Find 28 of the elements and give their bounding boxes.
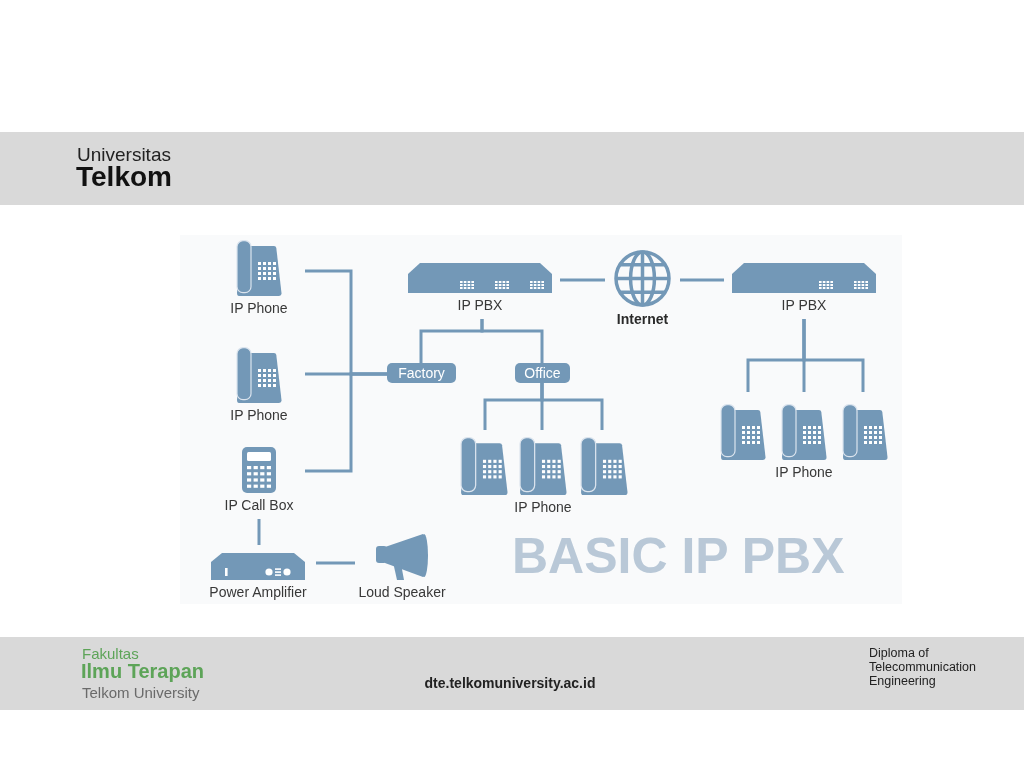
site-tag: Office: [515, 363, 570, 383]
connector-line: [305, 372, 387, 473]
device-label: IP Phone: [514, 499, 572, 515]
connector-line: [560, 278, 605, 282]
device-label: Loud Speaker: [358, 584, 446, 600]
program-name: Diploma of Telecommunication Engineering: [869, 646, 977, 688]
connector-line: [802, 319, 865, 392]
site-tag: Factory: [387, 363, 456, 383]
device-label: IP Phone: [775, 464, 833, 480]
connector-line: [680, 278, 724, 282]
device-label: Power Amplifier: [209, 584, 307, 600]
institution-name: Telkom University: [82, 684, 200, 701]
web-address: dte.telkomuniversity.ac.id: [424, 675, 596, 692]
device-label: Internet: [616, 311, 669, 327]
institution-name: Universitas: [77, 145, 171, 165]
faculty-name: Fakultas: [82, 646, 139, 662]
device-label: IP Phone: [230, 300, 288, 316]
diagram-title: BASIC IP PBX: [512, 527, 845, 585]
device-label: IP Phone: [230, 407, 288, 423]
connector-line: [316, 561, 355, 565]
device-label: IP Call Box: [224, 497, 294, 513]
institution-name: Telkom: [76, 162, 172, 192]
connector-line: [480, 319, 544, 363]
connector-line: [257, 519, 261, 545]
device-label: IP PBX: [781, 297, 827, 313]
connector-line: [540, 383, 604, 430]
device-label: IP PBX: [457, 297, 503, 313]
faculty-name: Ilmu Terapan: [81, 660, 204, 682]
